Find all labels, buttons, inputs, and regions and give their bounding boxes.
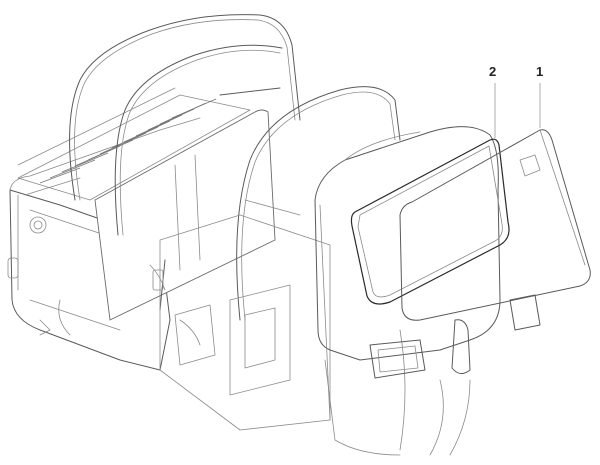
windshield-seal: [350, 138, 510, 305]
callout-1: 1: [536, 64, 544, 79]
callout-2: 2: [489, 64, 497, 79]
cargo-floor: [17, 87, 251, 201]
windshield-glass: [399, 129, 591, 321]
roll-bars: [24, 14, 401, 321]
rear-body: [7, 117, 201, 371]
front-cab: [314, 126, 541, 456]
seat-back: [94, 109, 276, 321]
